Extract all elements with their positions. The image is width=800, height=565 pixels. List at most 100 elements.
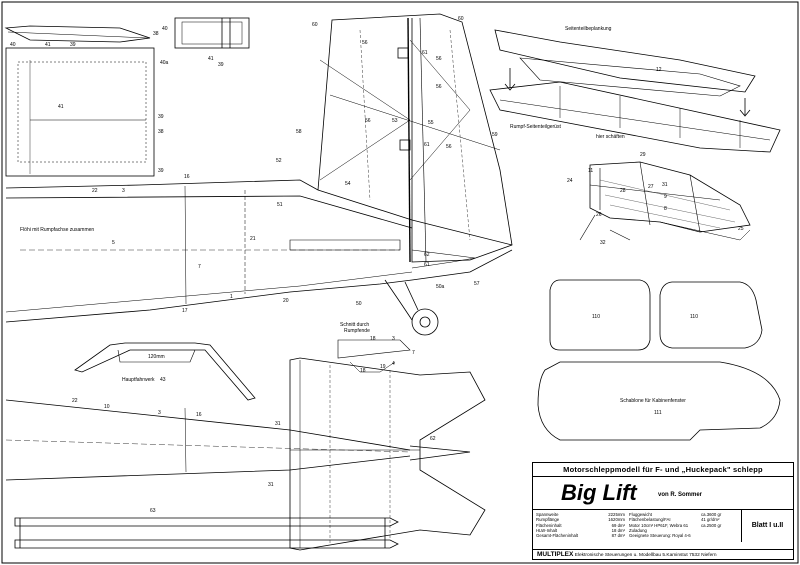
- main-gear-43: [74, 342, 256, 401]
- spec-value: 1620mm: [608, 517, 625, 523]
- label-55: 55: [428, 120, 434, 126]
- label-56d: 56: [365, 118, 371, 124]
- label-31: 31: [662, 182, 668, 188]
- cabin-window-110a: [549, 279, 651, 351]
- fuselage-bottom-line: [5, 249, 513, 323]
- label-16b: 16: [196, 412, 202, 418]
- label-24: 24: [567, 178, 573, 184]
- label-17: 17: [182, 308, 188, 314]
- label-12: 12: [656, 67, 662, 73]
- label-61c: 61: [424, 262, 430, 268]
- label-61b: 61: [424, 142, 430, 148]
- label-7b: 7: [412, 350, 415, 356]
- fuselage-top-view-upper: [5, 399, 411, 451]
- spec-values-left: 2225mm 1620mm 69 dm² 18 dm² 87 dm²: [597, 512, 625, 538]
- label-3: 3: [122, 188, 125, 194]
- fin-outline: [317, 13, 513, 263]
- label-54: 54: [345, 181, 351, 187]
- label-19: 19: [380, 364, 386, 370]
- spec-label: Flächeninhalt: [536, 522, 562, 528]
- hinge-61b: [399, 139, 411, 151]
- side-sheeting-top: [494, 29, 756, 93]
- label-60: 60: [312, 22, 318, 28]
- landing-gear-strut: [384, 279, 413, 321]
- label-28: 28: [620, 188, 626, 194]
- spec-label: Gesamt-Flächeninhalt: [536, 533, 579, 539]
- fuselage-upper-longeron: [5, 195, 413, 229]
- rear-section-detail: [337, 339, 411, 359]
- label-41b: 41: [58, 104, 64, 110]
- spec-label: HLW-Inhalt: [536, 527, 558, 533]
- label-110a: 110: [592, 314, 600, 320]
- label-31b: 31: [275, 421, 281, 427]
- hinge-61a: [397, 47, 409, 59]
- spec-label: Motor 10cm³ HP61F, Webra 61: [629, 522, 689, 528]
- label-61: 61: [422, 50, 428, 56]
- label-40: 40: [10, 42, 16, 48]
- note-schablone: Schablone für Kabinenfenster: [620, 398, 686, 404]
- publisher-line: Elektronische Steuerungen u. Modellbau 5…: [574, 553, 717, 558]
- spec-values-right: ca.3600 gr 41 gr/dm² ca.2500 gr: [701, 512, 739, 528]
- side-frame: [489, 81, 781, 153]
- stabilizer-outline: [289, 357, 486, 551]
- spar-side-view: [4, 25, 151, 43]
- label-38b: 38: [158, 129, 164, 135]
- cabin-window-template-111: [537, 361, 781, 441]
- publisher-footer: MULTIPLEX Elektronische Steuerungen u. M…: [533, 549, 793, 559]
- label-53: 53: [392, 118, 398, 124]
- label-56e: 56: [446, 144, 452, 150]
- label-62: 62: [424, 252, 430, 258]
- fuselage-top-view-lower: [5, 455, 411, 481]
- label-39d: 39: [218, 62, 224, 68]
- label-56c: 56: [436, 84, 442, 90]
- model-author: von R. Sommer: [658, 492, 703, 498]
- label-22: 22: [92, 188, 98, 194]
- spec-label: Flächenbelastung/FAI: [629, 517, 671, 523]
- spec-value: 69 dm²: [611, 522, 625, 528]
- spec-table: Spannweite Rumpflänge Flächeninhalt HLW-…: [533, 510, 741, 542]
- label-31c: 31: [268, 482, 274, 488]
- label-62b: 62: [430, 436, 436, 442]
- label-41: 41: [45, 42, 51, 48]
- label-10: 10: [104, 404, 110, 410]
- fuselage-top-line: [5, 179, 513, 246]
- spec-value: 87 dm²: [611, 533, 625, 539]
- label-40b: 40: [162, 26, 168, 32]
- label-58: 58: [296, 129, 302, 135]
- label-39c: 39: [158, 168, 164, 174]
- side-sheeting-middle: [519, 57, 741, 97]
- cabin-frame: [589, 161, 751, 233]
- wire-part-63b: [14, 539, 399, 549]
- note-hauptfahrwerk: Hauptfahrwerk: [122, 377, 155, 383]
- wire-part-63: [14, 517, 399, 527]
- spec-label: Fluggewicht: [629, 512, 652, 517]
- spec-label: Geeignete Steuerung: Royal 4-6: [629, 533, 691, 539]
- cabin-window-110b: [659, 281, 763, 349]
- label-110b: 110: [690, 314, 698, 320]
- spec-value: 41 gr/dm²: [701, 517, 720, 523]
- label-9: 9: [664, 194, 667, 200]
- label-26: 26: [596, 212, 602, 218]
- label-56: 56: [362, 40, 368, 46]
- label-8: 8: [664, 206, 667, 212]
- model-name: Big Lift: [561, 480, 637, 505]
- spec-value: 18 dm²: [611, 527, 625, 533]
- spec-label: Zuladung: [629, 527, 647, 533]
- label-20: 20: [283, 298, 289, 304]
- label-1: 1: [230, 294, 233, 300]
- note-rumpfachse: Flöhi mit Rumpfachse zusammen: [20, 227, 94, 233]
- label-5: 5: [112, 240, 115, 246]
- spec-label: Spannweite: [536, 512, 559, 517]
- label-22b: 22: [72, 398, 78, 404]
- spec-value: ca.2500 gr: [701, 522, 722, 528]
- label-21: 21: [250, 236, 256, 242]
- label-18: 18: [370, 336, 376, 342]
- label-3b: 3: [158, 410, 161, 416]
- label-60b: 60: [458, 16, 464, 22]
- tail-skid: [289, 239, 401, 251]
- label-59: 59: [492, 132, 498, 138]
- label-38: 38: [153, 31, 159, 37]
- title-block-name-row: Big Lift von R. Sommer: [533, 477, 793, 510]
- label-50a: 50a: [436, 284, 445, 290]
